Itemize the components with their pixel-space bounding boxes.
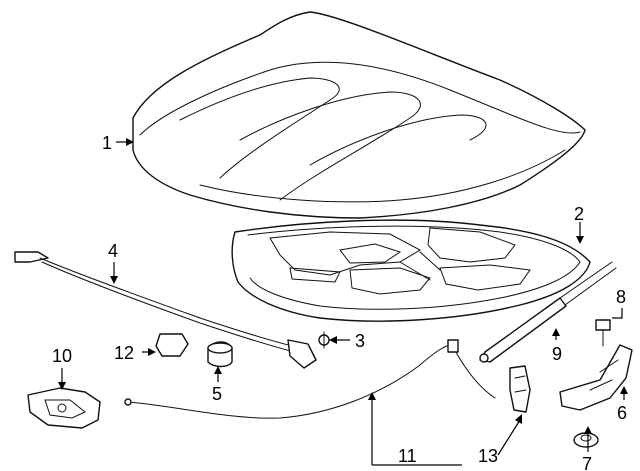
callout-6: 6 [617, 403, 627, 423]
hood-latch [27, 387, 101, 429]
hood-release-cable [14, 251, 317, 369]
bolt-part [595, 319, 611, 347]
callout-13: 13 [478, 446, 498, 466]
callout-9: 9 [552, 344, 562, 364]
callout-3: 3 [355, 331, 365, 351]
nut-part [573, 432, 599, 448]
hood-inner-frame [231, 219, 591, 322]
hood-hinge [559, 344, 633, 411]
callout-2: 2 [574, 204, 584, 224]
callout-11: 11 [398, 446, 417, 466]
gas-strut [479, 261, 617, 363]
callout-8: 8 [616, 287, 626, 307]
leader-lines [58, 138, 628, 466]
bumper-part [207, 341, 233, 368]
release-cable-11 [124, 339, 496, 419]
callout-12: 12 [114, 343, 134, 363]
callout-7: 7 [582, 454, 592, 471]
clip-part [318, 331, 330, 349]
release-handle [509, 365, 531, 413]
callout-5: 5 [212, 384, 222, 404]
callout-1: 1 [102, 133, 112, 153]
bracket-part [155, 333, 189, 357]
callout-4: 4 [108, 241, 118, 261]
callout-labels: 1 2 3 4 5 6 7 8 9 10 11 12 13 [52, 133, 627, 471]
hood-panel [132, 11, 586, 219]
callout-10: 10 [52, 346, 72, 366]
